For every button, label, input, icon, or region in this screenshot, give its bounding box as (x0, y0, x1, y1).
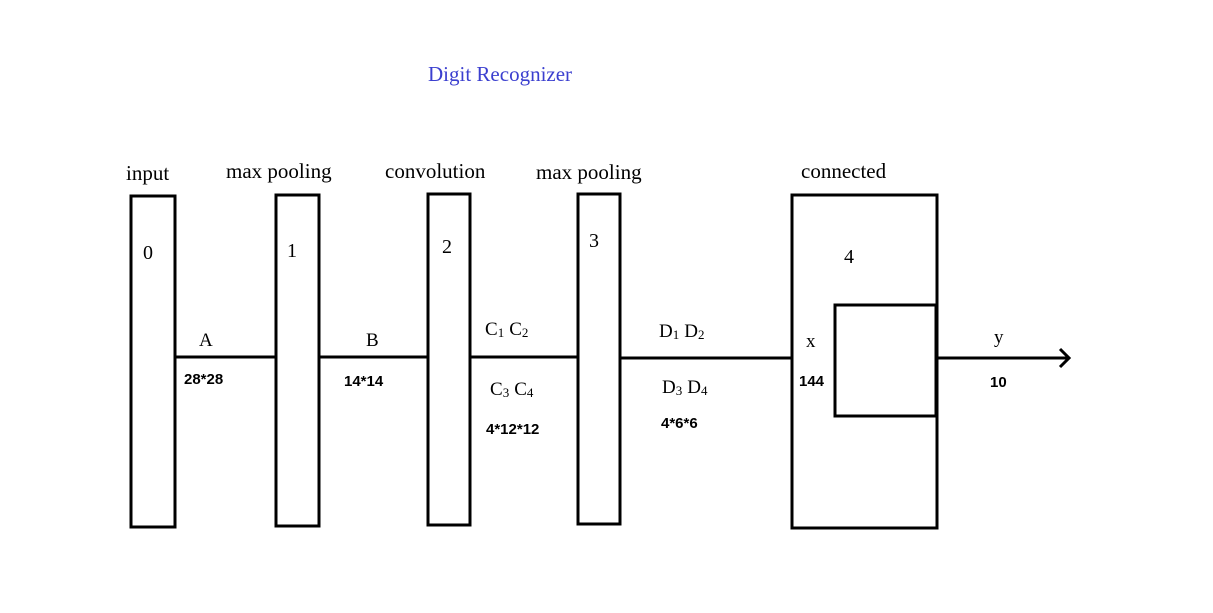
edge-a-label: A (199, 330, 213, 351)
edge-d1-letter: D (659, 321, 673, 342)
layer-4-number: 4 (844, 246, 854, 268)
layer-3-number: 3 (589, 230, 599, 252)
layer-3-heading: max pooling (536, 160, 642, 184)
edge-d-dim: 4*6*6 (661, 415, 698, 432)
edge-c1-letter: C (485, 319, 498, 340)
layer-4-heading: connected (801, 159, 887, 183)
edge-c4-subscript: 4 (527, 385, 534, 400)
edge-x-label: x (806, 331, 816, 352)
layer-3-box (576, 192, 622, 526)
edge-y-dim: 10 (990, 374, 1007, 391)
edge-b-label: B (366, 330, 379, 351)
edge-c3-subscript: 3 (503, 385, 510, 400)
edge-d4-subscript: 4 (701, 383, 708, 398)
diagram-title: Digit Recognizer (428, 62, 572, 86)
edge-d2-letter: D (684, 321, 698, 342)
edge-d4-letter: D (687, 377, 701, 398)
edge-d3-letter: D (662, 377, 676, 398)
layer-0-heading: input (126, 161, 169, 185)
edge-c4-letter: C (514, 379, 527, 400)
edge-d2-subscript: 2 (698, 327, 705, 342)
layer-2-box (426, 192, 472, 527)
layer-0-number: 0 (143, 242, 153, 264)
layer-2-heading: convolution (385, 159, 486, 183)
edge-d1-subscript: 1 (673, 327, 680, 342)
edge-d3-subscript: 3 (676, 383, 683, 398)
layer-1-number: 1 (287, 240, 297, 262)
edge-c3-letter: C (490, 379, 503, 400)
edge-b-dim: 14*14 (344, 373, 384, 390)
edge-x-dim: 144 (799, 373, 825, 390)
edge-c2-letter: C (509, 319, 522, 340)
edge-c-dim: 4*12*12 (486, 421, 539, 438)
layer-4-inner-box (833, 303, 938, 418)
edge-y-label: y (994, 327, 1004, 348)
layer-2-number: 2 (442, 236, 452, 258)
edge-c1-subscript: 1 (498, 325, 505, 340)
edge-a-dim: 28*28 (184, 371, 223, 388)
layer-1-box (274, 193, 321, 528)
output-arrow-head (1058, 347, 1072, 369)
layer-0-box (129, 194, 177, 529)
layer-1-heading: max pooling (226, 159, 332, 183)
edge-c2-subscript: 2 (522, 325, 529, 340)
